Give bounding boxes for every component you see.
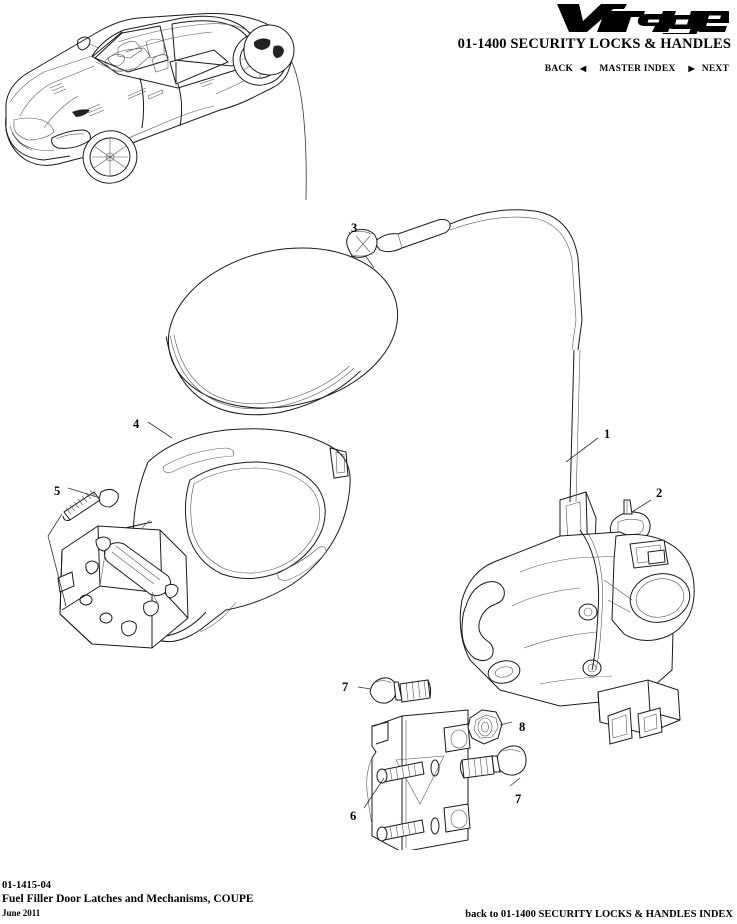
callout-number-5: 5 — [54, 484, 61, 498]
master-index-link[interactable]: MASTER INDEX — [599, 64, 676, 74]
part-6-mounting-bracket — [366, 709, 471, 850]
part-1-release-rod-and-lever — [346, 209, 583, 351]
part-7-bracket-bolt-upper — [369, 677, 432, 704]
exploded-parts-diagram — [0, 200, 737, 850]
bracket-stud-lower — [376, 819, 425, 842]
callout-number-8: 8 — [519, 720, 526, 734]
virage-brand-logo — [549, 2, 729, 34]
footer-part-title: Fuel Filler Door Latches and Mechanisms,… — [2, 893, 254, 905]
fuel-flap-actuator-body — [459, 349, 695, 745]
header-navigation: BACK ◀ MASTER INDEX ▶ NEXT — [545, 64, 729, 74]
bracket-stud-upper — [376, 761, 425, 784]
footer-index-link[interactable]: back to 01-1400 SECURITY LOCKS & HANDLES… — [465, 909, 733, 920]
footer-left-block: 01-1415-04 Fuel Filler Door Latches and … — [2, 879, 254, 920]
callout-number-1: 1 — [604, 427, 611, 441]
vehicle-illustration — [0, 0, 320, 210]
callout-number-4: 4 — [133, 417, 140, 431]
next-arrow-icon[interactable]: ▶ — [688, 63, 695, 73]
part-8-flange-nut — [467, 709, 503, 745]
callout-number-7-upper: 7 — [342, 680, 349, 694]
fuel-door-latch-assembly — [57, 525, 189, 649]
footer-date: June 2011 — [2, 908, 41, 918]
back-arrow-icon[interactable]: ◀ — [580, 63, 587, 73]
fuel-filler-location-circle — [243, 24, 295, 76]
callout-number-7-lower: 7 — [515, 792, 522, 806]
callout-number-2: 2 — [656, 486, 663, 500]
back-link[interactable]: BACK — [544, 64, 574, 74]
section-title: 01-1400 SECURITY LOCKS & HANDLES — [457, 36, 731, 52]
footer-part-number: 01-1415-04 — [2, 880, 51, 891]
callout-number-3: 3 — [351, 221, 358, 235]
part-5-housing-retaining-screw — [62, 488, 119, 521]
part-7-bracket-bolt-lower — [459, 745, 527, 779]
callout-number-6: 6 — [350, 809, 357, 823]
page-footer: 01-1415-04 Fuel Filler Door Latches and … — [0, 854, 737, 924]
part-3-fuel-filler-door — [165, 247, 399, 416]
page-header: 01-1400 SECURITY LOCKS & HANDLES BACK ◀ … — [0, 0, 737, 100]
next-link[interactable]: NEXT — [701, 64, 729, 74]
